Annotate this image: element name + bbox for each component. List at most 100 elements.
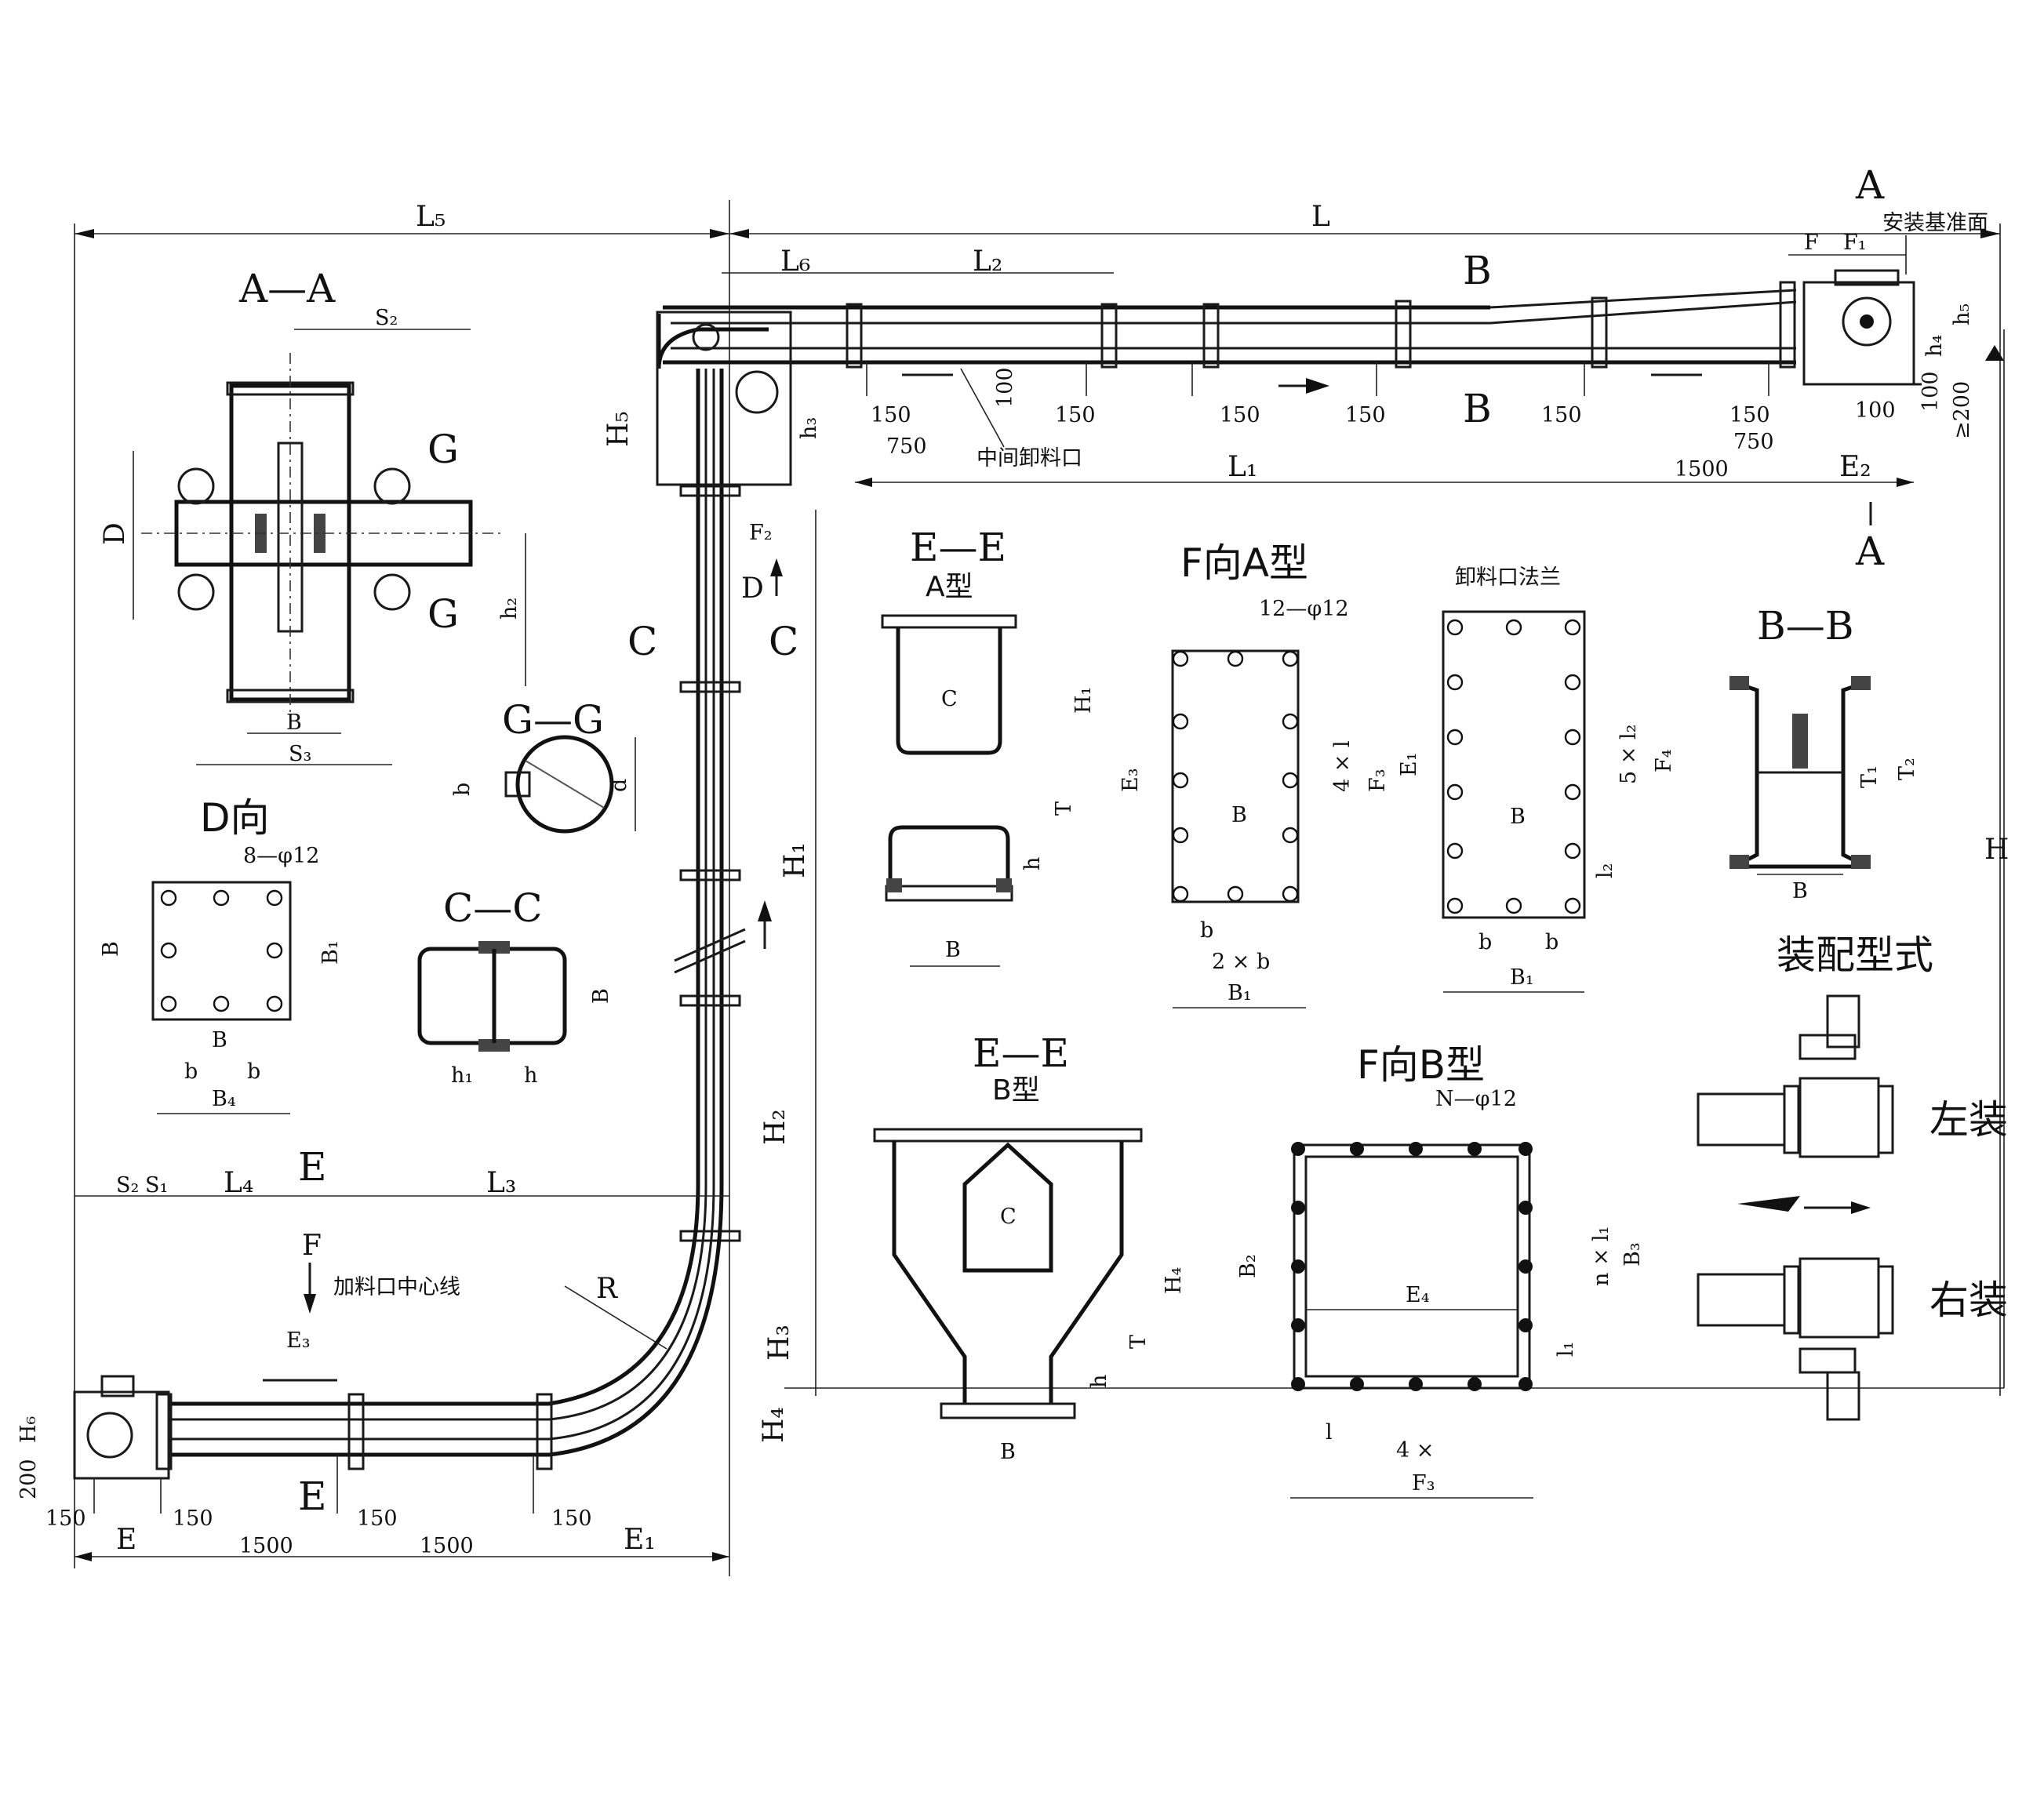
view-title-gg: G—G bbox=[502, 697, 604, 743]
mid-discharge-label: 中间卸料口 bbox=[977, 446, 1082, 471]
dim-l5-top: L₅ bbox=[416, 201, 446, 233]
dim-b-gg: b bbox=[450, 783, 475, 796]
dim-100-vert: 100 bbox=[1919, 371, 1943, 412]
dim-b-bb: B bbox=[1792, 879, 1808, 903]
dim-e3: E₃ bbox=[286, 1328, 311, 1353]
dim-f2: F₂ bbox=[749, 521, 773, 545]
dim-100-mid: 100 bbox=[993, 367, 1017, 408]
dim-f-top: F bbox=[1804, 231, 1819, 255]
left-mount-label: 左装 bbox=[1929, 1097, 2008, 1143]
dim-b-flange: B bbox=[1510, 805, 1526, 829]
dim-h2: H₂ bbox=[759, 1109, 791, 1145]
dim-b-ee-a: B bbox=[945, 938, 961, 962]
holes-n: N—φ12 bbox=[1435, 1087, 1517, 1111]
view-title-fa: F向A型 bbox=[1180, 540, 1308, 586]
dim-b-dview-bottom: B bbox=[212, 1028, 227, 1052]
section-mark-g-top: G bbox=[427, 427, 459, 472]
dim-l1-top: L₁ bbox=[1227, 451, 1257, 483]
dim-e-bottom: E bbox=[116, 1524, 136, 1556]
dim-b-fa: B bbox=[1231, 803, 1247, 827]
section-mark-g-bottom: G bbox=[427, 591, 459, 637]
dim-750-right: 750 bbox=[1733, 430, 1774, 454]
section-mark-d: D bbox=[741, 572, 764, 605]
section-mark-e-top: E bbox=[298, 1144, 327, 1190]
section-mark-a-top: A bbox=[1855, 162, 1885, 208]
dim-h1-riser: H₁ bbox=[779, 842, 811, 878]
dim-f4: F₄ bbox=[1652, 749, 1676, 772]
dim-2b-fa: 2 × b bbox=[1212, 950, 1270, 974]
section-ee-a: E—E A型 C H₁ T h B bbox=[881, 525, 1096, 967]
dim-b-b: b bbox=[247, 1059, 260, 1084]
section-gg: G—G d b bbox=[450, 697, 636, 834]
assembly-types: 装配型式 左装 右装 bbox=[1697, 932, 2008, 1421]
view-title-bb: B—B bbox=[1757, 603, 1854, 649]
f-view-b: F向B型 N—φ12 E₄ B₂ n × l₁ B₃ l₁ l 4 × F₃ bbox=[1236, 1042, 1645, 1499]
dim-150-e: 150 bbox=[1541, 403, 1582, 427]
view-title-aa: A—A bbox=[238, 266, 336, 311]
dim-t2: T₂ bbox=[1895, 758, 1919, 780]
dim-s2: S₂ bbox=[375, 306, 398, 330]
dim-150-bottom-b: 150 bbox=[173, 1506, 213, 1531]
view-type-ee-a: A型 bbox=[926, 571, 973, 603]
dim-h5-riser: H₅ bbox=[602, 411, 635, 447]
dim-l1-fb: l₁ bbox=[1554, 1342, 1578, 1357]
f-view-a: F向A型 12—φ12 B E₃ 4 × l F₃ b 2 × b B₁ bbox=[1118, 540, 1390, 1009]
holes-8: 8—φ12 bbox=[243, 844, 319, 868]
dim-h: H bbox=[1984, 834, 2009, 866]
dim-b4: B₄ bbox=[212, 1087, 236, 1111]
dim-c-ee-b: C bbox=[1000, 1205, 1017, 1229]
dim-c-ee-a: C bbox=[941, 687, 958, 711]
dim-h3: H₃ bbox=[763, 1325, 795, 1361]
dim-l3: L₃ bbox=[486, 1167, 516, 1199]
dim-h6: H₆ bbox=[16, 1416, 41, 1443]
dim-1500-bottom-a: 1500 bbox=[239, 1534, 293, 1558]
view-title-ee-a: E—E bbox=[910, 525, 1006, 570]
dim-b1-fa: B₁ bbox=[1227, 981, 1252, 1005]
dim-b-flange-b: b bbox=[1545, 930, 1558, 954]
section-mark-c-right: C bbox=[769, 619, 798, 664]
dim-b-cc: B bbox=[589, 988, 613, 1004]
discharge-flange-view: 卸料口法兰 B E₁ 5 × l₂ F₄ l₂ b b B₁ bbox=[1397, 565, 1676, 993]
d-view: D向 8—φ12 B B₁ B b b B₄ bbox=[99, 795, 343, 1114]
dim-r: R bbox=[596, 1273, 618, 1305]
section-aa: A—A S₂ D B S₃ G G h₂ bbox=[99, 266, 526, 766]
section-cc: C—C B h₁ h bbox=[417, 885, 613, 1088]
dim-f3-fb: F₃ bbox=[1412, 1471, 1435, 1496]
dim-e2: E₂ bbox=[1839, 451, 1871, 483]
vertical-riser: C C D F₂ H₅ h₃ H₁ H₂ H₃ H₄ bbox=[602, 311, 821, 1443]
dim-l2-flange: l₂ bbox=[1593, 863, 1617, 878]
dim-h-cc: h bbox=[524, 1063, 537, 1088]
right-mount-label: 右装 bbox=[1929, 1277, 2008, 1323]
dim-150-bottom-a: 150 bbox=[45, 1506, 86, 1531]
dim-b-ee-b: B bbox=[1000, 1440, 1016, 1464]
dim-h5: h₅ bbox=[1950, 303, 1974, 325]
dim-b1-dview: B₁ bbox=[318, 940, 343, 965]
section-mark-b-top: B bbox=[1463, 248, 1492, 293]
dim-t-ee-a: T bbox=[1052, 801, 1076, 816]
dim-h4-ee-b: H₄ bbox=[1162, 1267, 1186, 1294]
dim-b1-flange: B₁ bbox=[1510, 965, 1534, 990]
dim-h3-riser: h₃ bbox=[797, 417, 821, 439]
dim-l-fb: l bbox=[1326, 1420, 1333, 1445]
view-title-discharge-flange: 卸料口法兰 bbox=[1455, 565, 1561, 590]
dim-h-ee-a: h bbox=[1020, 857, 1045, 870]
dim-150-f: 150 bbox=[1729, 403, 1770, 427]
dim-s3: S₃ bbox=[289, 742, 311, 766]
dim-l6: L₆ bbox=[780, 245, 810, 278]
dim-f3-fa: F₃ bbox=[1366, 769, 1390, 792]
dim-b2: B₂ bbox=[1236, 1254, 1260, 1278]
dim-h1-ee-a: H₁ bbox=[1071, 687, 1096, 714]
dim-e1-bottom: E₁ bbox=[624, 1524, 656, 1556]
dim-b-flange-a: b bbox=[1478, 930, 1492, 954]
dim-150-d: 150 bbox=[1345, 403, 1386, 427]
section-mark-a-bottom: A bbox=[1855, 529, 1885, 574]
section-mark-f: F bbox=[302, 1230, 322, 1262]
dim-150-bottom-d: 150 bbox=[551, 1506, 592, 1531]
dim-h1-cc: h₁ bbox=[451, 1063, 473, 1088]
dim-h-ee-b: h bbox=[1087, 1375, 1111, 1388]
dim-b-aa: B bbox=[286, 711, 302, 735]
dim-t1: T₁ bbox=[1857, 765, 1882, 788]
section-ee-b: E—E B型 C H₄ T h B bbox=[873, 1030, 1186, 1464]
view-title-ee-b: E—E bbox=[973, 1030, 1069, 1076]
assembly-title: 装配型式 bbox=[1777, 932, 1933, 978]
